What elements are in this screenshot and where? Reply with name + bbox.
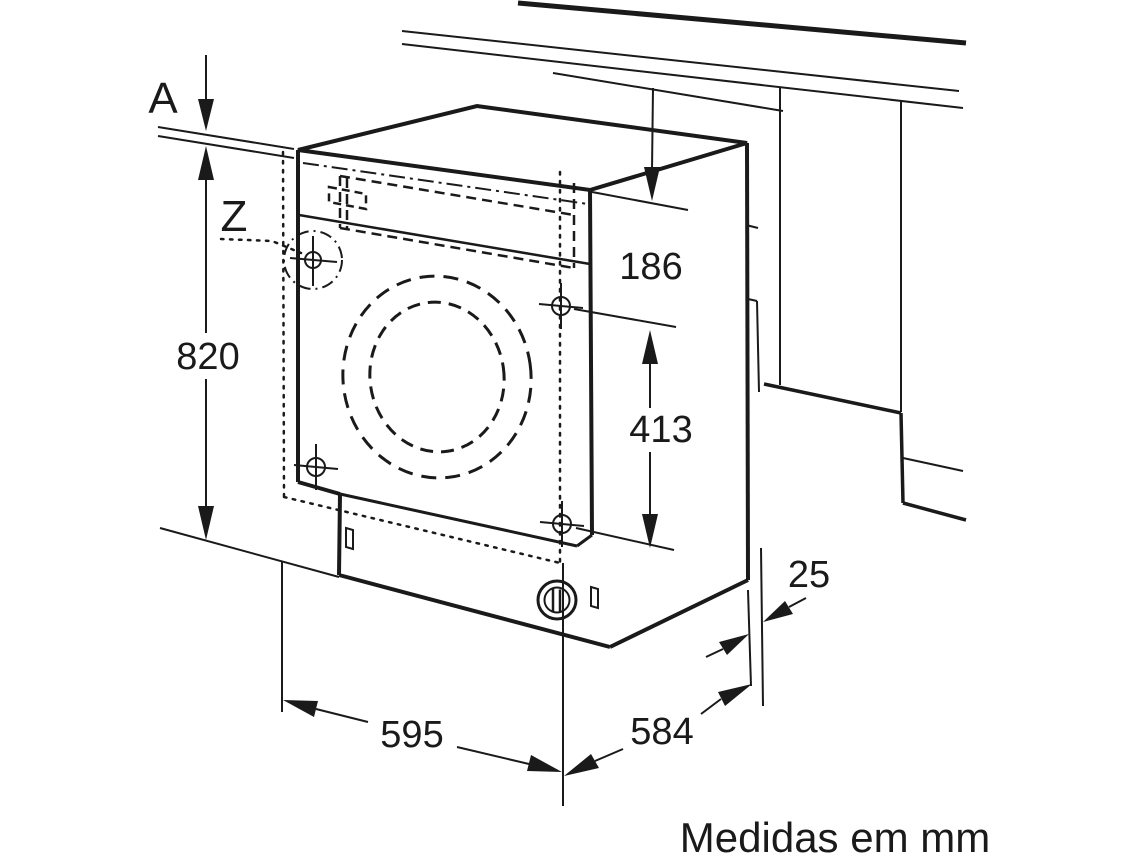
washing-machine-outline xyxy=(296,103,760,649)
right-cabinet-wall xyxy=(763,87,967,522)
plinth-vent-slot xyxy=(345,526,354,551)
plinth-details xyxy=(345,526,599,621)
dimension-rear-gap: 25 xyxy=(705,554,830,658)
dimension-niche-height: 820 xyxy=(176,146,240,540)
arrowhead-right xyxy=(718,684,752,706)
arrowhead-down xyxy=(644,167,660,201)
door-inner-circle xyxy=(368,300,506,454)
worktop-callout-label: A xyxy=(148,74,178,123)
mounting-hole-bottom-left xyxy=(293,444,339,490)
hinge-detail-callout: Z xyxy=(219,192,303,255)
left-worktop-edge xyxy=(157,126,295,159)
dimension-appliance-depth: 584 xyxy=(564,547,764,776)
arrowhead-down-left xyxy=(763,601,793,622)
arrowhead-down xyxy=(198,506,214,540)
arrowhead-up-right xyxy=(719,634,749,655)
niche-width-label: 595 xyxy=(380,714,443,756)
arrowhead-right xyxy=(527,755,562,772)
hinge-callout-label: Z xyxy=(221,192,248,241)
arrowhead-down xyxy=(198,99,214,131)
arrowhead-up xyxy=(198,146,214,180)
dimension-worktop-A: A xyxy=(148,55,214,131)
mounting-hole-bottom-right xyxy=(539,501,585,547)
worktop-lines xyxy=(401,0,967,112)
hole-spacing-label: 413 xyxy=(629,409,692,451)
dimension-hole-spacing: 413 xyxy=(573,308,693,551)
detergent-drawer-dashed xyxy=(327,185,368,211)
niche-dotted-outline xyxy=(281,150,562,565)
niche-height-label: 820 xyxy=(176,336,239,378)
units-note: Medidas em mm xyxy=(680,814,990,855)
arrowhead-up xyxy=(642,330,658,364)
arrowhead-left xyxy=(283,700,318,717)
arrowhead-left xyxy=(564,754,599,776)
control-panel-dashed xyxy=(302,162,589,270)
mounting-hole-top-left xyxy=(283,230,343,290)
rear-gap-label: 25 xyxy=(788,554,830,596)
door-dashed-circles xyxy=(341,274,533,480)
mounting-holes xyxy=(283,230,585,547)
floor-line xyxy=(159,527,340,578)
plinth-slot-right xyxy=(590,585,599,610)
filter-cap xyxy=(536,579,578,621)
dimension-top-clearance: 186 xyxy=(591,87,689,288)
dimension-niche-width: 595 xyxy=(281,561,564,806)
door-outer-circle xyxy=(341,274,533,480)
arrowhead-down xyxy=(642,514,658,548)
top-clearance-label: 186 xyxy=(619,246,682,288)
appliance-depth-label: 584 xyxy=(630,711,693,753)
